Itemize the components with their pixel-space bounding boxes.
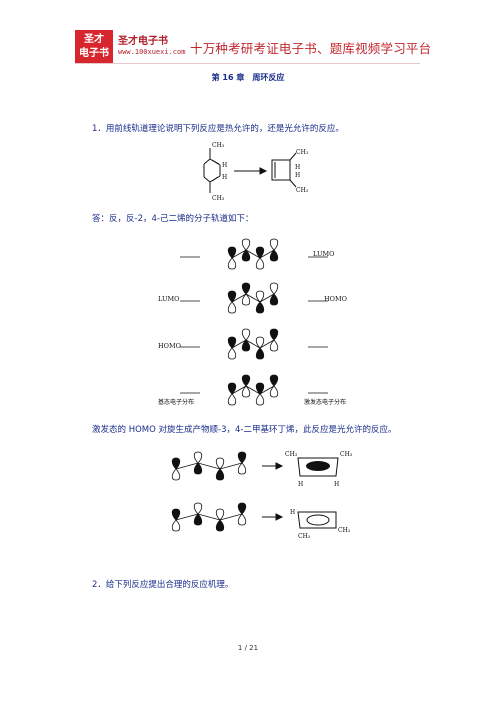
p-orbital-lobe: [227, 336, 237, 349]
p-orbital-lobe: [241, 282, 251, 295]
p-orbital-lobe: [227, 393, 237, 406]
ch3-label-right-top: CH₃: [296, 149, 309, 156]
carbon-chain: [231, 339, 275, 349]
lumo-label-excited: LUMO: [313, 250, 334, 258]
logo-url: www.100xuexi.com: [118, 48, 186, 56]
p-orbital-lobe: [255, 393, 265, 406]
p-orbital-lobe: [269, 374, 279, 387]
prod1-h-left: H: [298, 481, 303, 488]
homo-label-ground: HOMO: [158, 342, 181, 350]
p-orbital-lobe: [171, 457, 181, 470]
homo-label-excited: HOMO: [324, 295, 347, 303]
carbon-chain: [231, 249, 275, 259]
p-orbital-lobe: [241, 238, 251, 251]
p-orbital-lobe: [269, 339, 279, 352]
p-orbital-lobe: [171, 468, 181, 481]
p-orbital-lobe: [255, 336, 265, 349]
p-orbital-lobe: [255, 301, 265, 314]
p-orbital-lobe: [237, 502, 247, 515]
p-orbital-lobe: [193, 451, 203, 464]
question-2: 2．给下列反应提出合理的反应机理。: [92, 580, 234, 590]
p-orbital-lobe: [241, 293, 251, 306]
question-1: 1．用前线轨道理论说明下列反应是热允许的，还是光允许的反应。: [92, 124, 344, 134]
p-orbital-lobe: [255, 246, 265, 259]
mo-rows: [180, 238, 328, 406]
header-title: 十万种考研考证电子书、题库视频学习平台: [190, 41, 432, 56]
p-orbital-lobe: [255, 257, 265, 270]
prod1-ch3-right: CH₃: [340, 451, 353, 458]
h-label-2: H: [222, 174, 227, 181]
p-orbital-lobe: [255, 290, 265, 303]
p-orbital-lobe: [227, 290, 237, 303]
p-orbital-lobe: [241, 385, 251, 398]
p-orbital-lobe: [241, 328, 251, 341]
p-orbital-lobe: [255, 347, 265, 360]
p-orbital-lobe: [237, 451, 247, 464]
p-orbital-lobe: [227, 301, 237, 314]
logo-badge: 圣才 电子书: [75, 30, 113, 64]
ch3-label-right-bottom: CH₃: [296, 187, 309, 194]
p-orbital-lobe: [193, 462, 203, 475]
h-label-4: H: [295, 172, 300, 179]
prod1-h-right: H: [334, 481, 339, 488]
p-orbital-lobe: [193, 502, 203, 515]
h-label-1: H: [222, 162, 227, 169]
p-orbital-lobe: [269, 328, 279, 341]
prod2-h-left: H: [290, 509, 295, 516]
prod2-ch3-right: CH₃: [338, 527, 351, 534]
p-orbital-lobe: [227, 382, 237, 395]
ch3-label-top: CH₃: [212, 142, 225, 149]
prod1-ch3-left: CH₃: [285, 451, 298, 458]
p-orbital-lobe: [241, 339, 251, 352]
p-orbital-lobe: [215, 468, 225, 481]
lumo-label-ground: LUMO: [158, 295, 179, 303]
p-orbital-lobe: [269, 385, 279, 398]
p-orbital-lobe: [237, 462, 247, 475]
answer-1: 答：反，反-2，4-己二烯的分子轨道如下：: [92, 214, 254, 224]
p-orbital-lobe: [269, 249, 279, 262]
excited-state-label: 激发态电子分布: [304, 398, 346, 406]
p-orbital-lobe: [269, 282, 279, 295]
p-orbital-lobe: [269, 238, 279, 251]
carbon-chain: [231, 385, 275, 395]
p-orbital-lobe: [171, 519, 181, 532]
chapter-title: 第 16 章 周环反应: [211, 73, 285, 82]
p-orbital-lobe: [193, 513, 203, 526]
logo-brand: 圣才电子书: [118, 36, 168, 47]
p-orbital-lobe: [241, 374, 251, 387]
logo-line1: 圣才: [84, 34, 104, 45]
ground-state-label: 基态电子分布: [158, 398, 194, 406]
p-orbital-lobe: [215, 508, 225, 521]
molecular-orbital-diagram: LUMO LUMO HOMO HOMO 基态电子分布 激发态电子分布: [158, 238, 347, 406]
p-orbital-lobe: [215, 457, 225, 470]
h-label-3: H: [295, 164, 300, 171]
carbon-chain: [175, 462, 243, 470]
publisher-logo: 圣才 电子书 圣才电子书 www.100xuexi.com: [75, 30, 185, 64]
p-orbital-lobe: [227, 257, 237, 270]
logo-line2: 电子书: [79, 48, 109, 59]
p-orbital-lobe: [237, 513, 247, 526]
carbon-chain: [175, 513, 243, 521]
conrotation-figure: CH₃ CH₃ H H H CH₃ CH₃: [171, 451, 353, 540]
header-divider: [75, 63, 420, 64]
reaction-figure-1: CH₃ H H CH₃ CH₃ H H CH₃: [203, 142, 309, 202]
rot-rows: [171, 451, 247, 532]
p-orbital-lobe: [171, 508, 181, 521]
p-orbital-lobe: [227, 246, 237, 259]
ch3-label-bottom: CH₃: [212, 195, 225, 202]
p-orbital-lobe: [255, 382, 265, 395]
p-orbital-lobe: [269, 293, 279, 306]
carbon-chain: [231, 293, 275, 303]
page-number: 1 / 21: [237, 644, 259, 652]
prod2-ch3-left: CH₃: [298, 533, 311, 540]
p-orbital-lobe: [215, 519, 225, 532]
photochemical-note: 激发态的 HOMO 对旋生成产物顺-3，4-二甲基环丁烯，此反应是光允许的反应。: [92, 425, 397, 435]
p-orbital-lobe: [241, 249, 251, 262]
p-orbital-lobe: [227, 347, 237, 360]
